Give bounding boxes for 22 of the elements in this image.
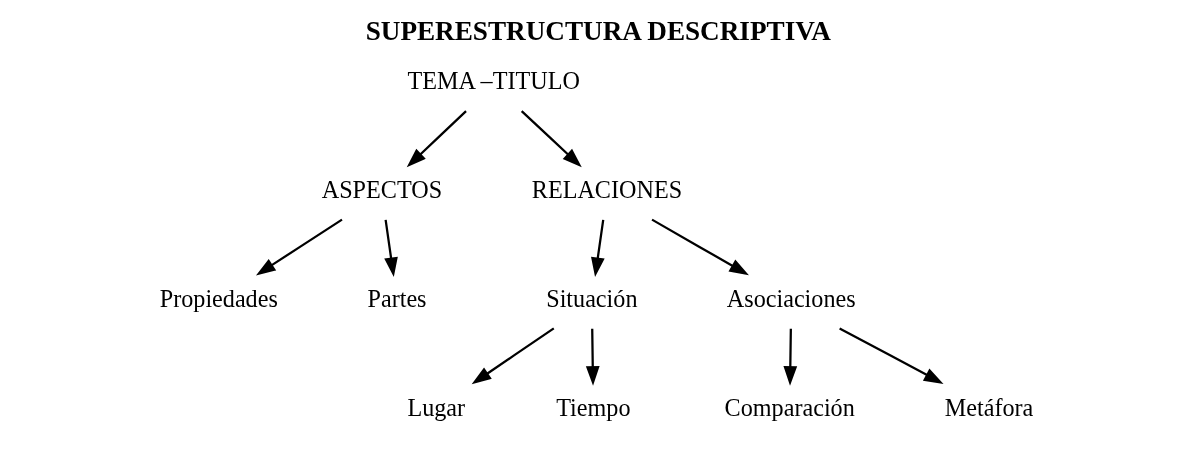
arrow — [406, 110, 467, 168]
arrow — [783, 328, 798, 386]
node-text: ASPECTOS — [321, 176, 443, 204]
node-text: TEMA –TITULO — [407, 67, 580, 95]
arrow — [471, 327, 555, 385]
arrow — [591, 219, 605, 278]
node-text: Propiedades — [159, 284, 278, 312]
arrow — [839, 327, 944, 384]
node-text: Partes — [367, 284, 427, 312]
arrow — [585, 328, 600, 386]
node-text: Situación — [546, 284, 638, 312]
node-text: Comparación — [724, 393, 855, 421]
arrow — [384, 219, 398, 278]
arrow — [255, 218, 343, 276]
node-text: Tiempo — [556, 393, 631, 421]
diagram-title: SUPERESTRUCTURA DESCRIPTIVA — [365, 16, 831, 47]
node-text: Asociaciones — [726, 284, 856, 312]
node-text: Lugar — [407, 393, 466, 421]
node-text: RELACIONES — [531, 176, 683, 204]
arrow — [651, 218, 749, 276]
node-text: Metáfora — [944, 393, 1034, 421]
arrow — [520, 110, 582, 168]
